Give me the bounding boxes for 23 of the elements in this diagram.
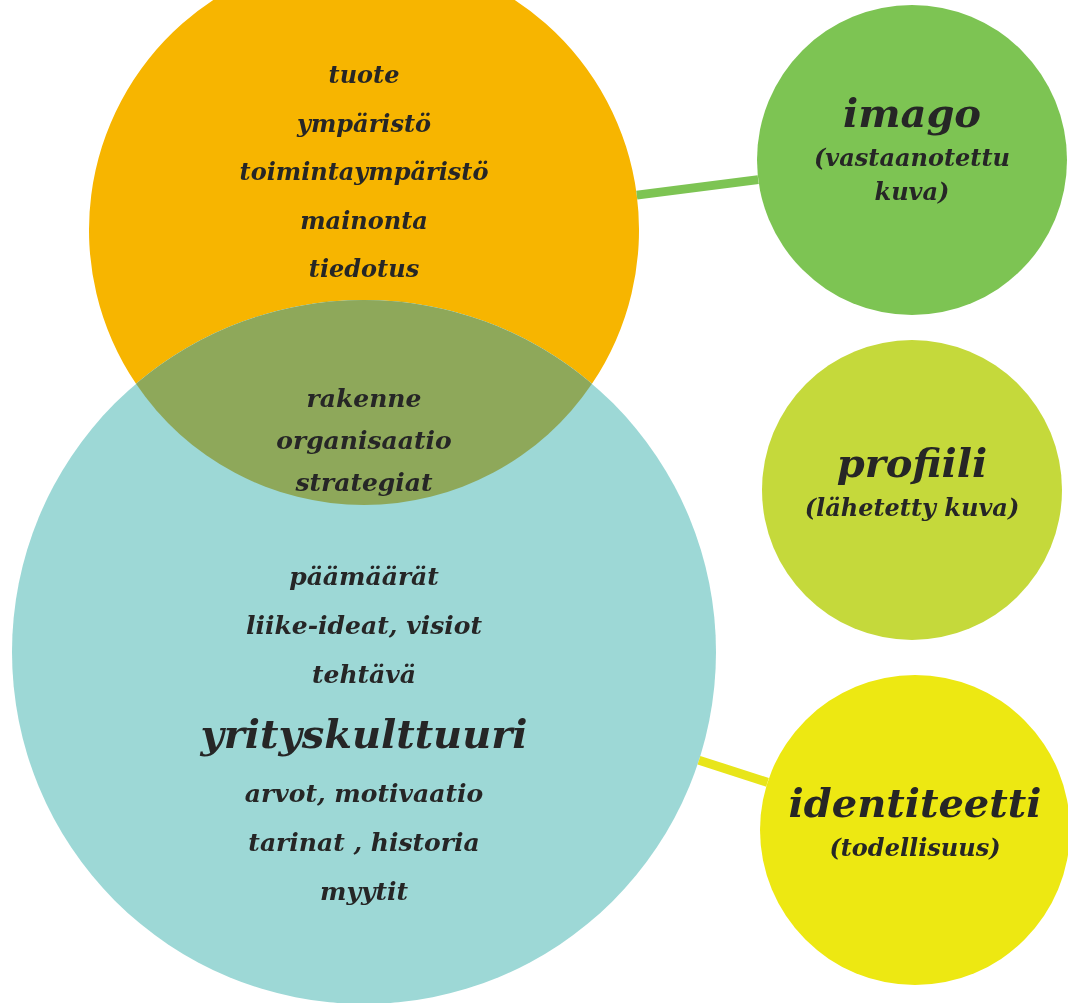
list-text: (lähetetty kuva) <box>803 492 1021 524</box>
list-text: rakenne <box>306 383 422 415</box>
list-text: ympäristö <box>296 107 431 140</box>
heading-text: profiili <box>836 438 988 488</box>
list-text: strategiat <box>295 467 433 499</box>
list-text: myytit <box>319 876 409 908</box>
list-text: toimintaympäristö <box>239 156 489 188</box>
list-text: mainonta <box>300 204 428 237</box>
list-text: organisaatio <box>276 425 452 457</box>
heading-text: yrityskulttuuri <box>200 709 528 759</box>
list-text: tehtävä <box>311 659 417 691</box>
list-text: päämäärät <box>289 561 439 593</box>
list-text: tiedotus <box>308 253 420 285</box>
list-text: (vastaanotettu kuva) <box>813 142 1011 208</box>
connector-line <box>697 755 769 787</box>
list-text: (todellisuus) <box>828 832 1002 864</box>
list-text: tuote <box>328 59 400 91</box>
list-text: liike-ideat, visiot <box>246 610 482 642</box>
list-text: arvot, motivaatio <box>244 778 484 810</box>
list-text: tarinat , historia <box>248 827 480 859</box>
heading-text: identiteetti <box>788 778 1042 828</box>
connector-line <box>636 175 759 200</box>
heading-text: imago <box>842 88 982 138</box>
